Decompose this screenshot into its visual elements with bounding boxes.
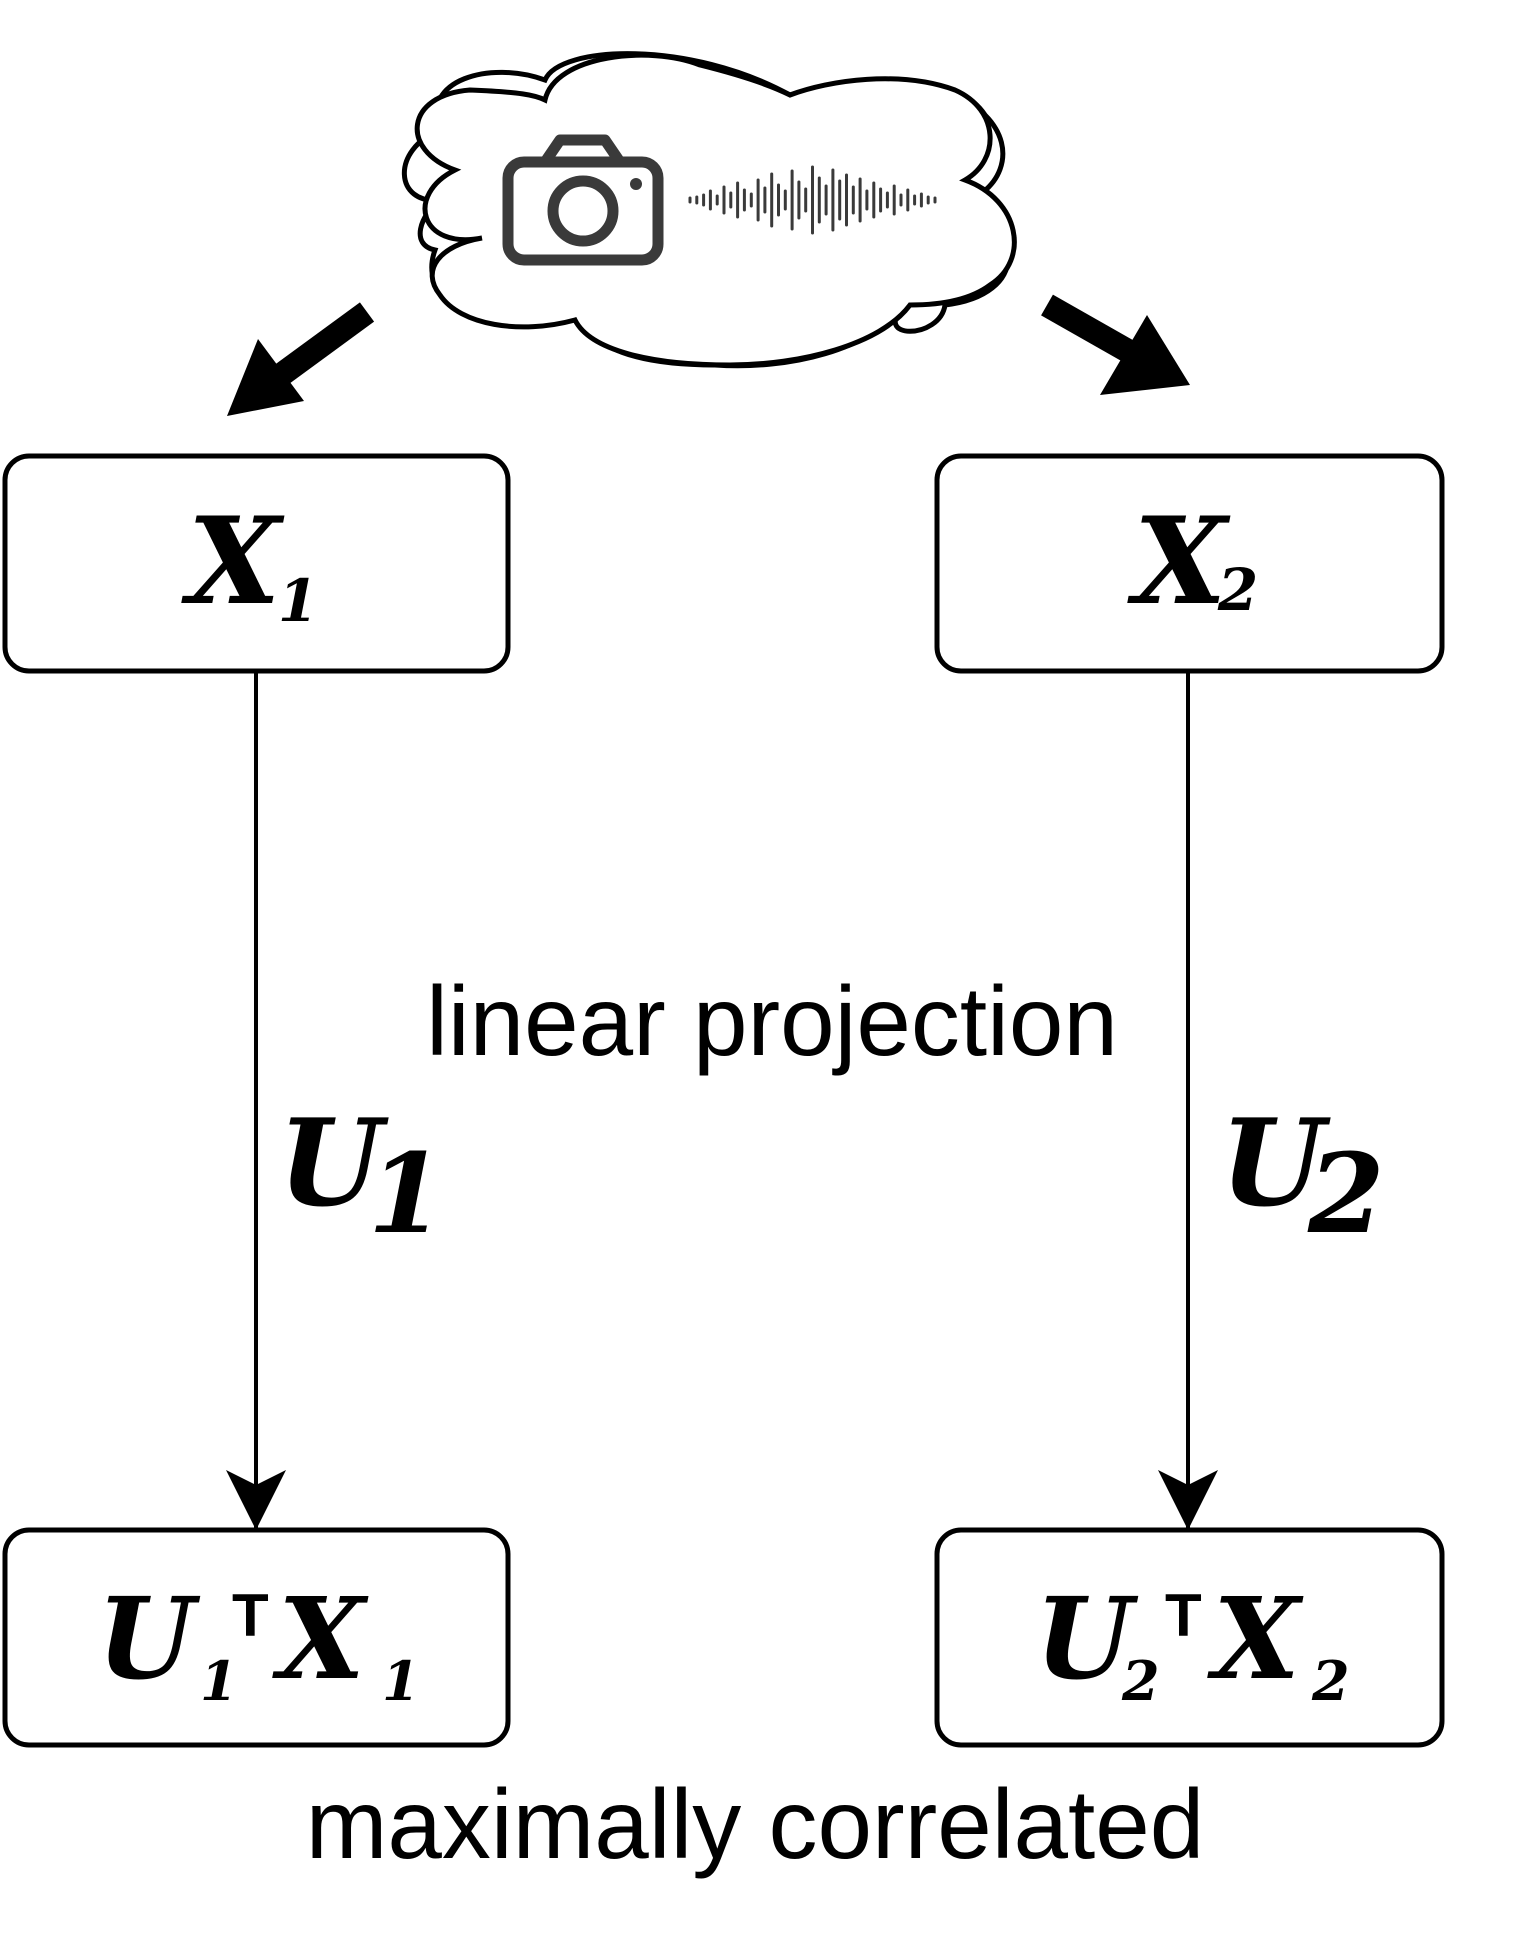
x1-subscript: 1 [278,567,318,635]
cloud-shape [414,52,1017,368]
u1-var: U [278,1093,389,1234]
u1-subscript: 1 [368,1129,445,1258]
arrow-to-x2 [1041,294,1190,395]
out1-u: U [97,1574,201,1705]
out1-transpose: T [232,1582,269,1649]
output-box-1: U 1 T X 1 [2,1527,511,1748]
camera-icon [502,134,664,266]
projection-label: linear projection [426,966,1118,1076]
input-box-x2: X 2 [934,453,1445,674]
projection-u1-label: U 1 [278,1093,445,1258]
out1-u-sub: 1 [200,1649,238,1713]
projection-arrow-1 [226,671,286,1530]
correlation-label: maximally correlated [306,1769,1205,1879]
out2-transpose: T [1165,1582,1202,1649]
x2-var: X [1126,491,1230,632]
out2-x-sub: 2 [1311,1649,1350,1713]
out1-x-sub: 1 [382,1649,420,1713]
out2-u-sub: 2 [1121,1649,1160,1713]
projection-u2-label: U 2 [1220,1093,1385,1258]
input-box-x1: X 1 [2,453,511,674]
audio-waveform-icon [688,165,937,235]
u2-var: U [1220,1093,1331,1234]
projection-arrow-2 [1158,671,1218,1530]
out2-u: U [1035,1574,1139,1705]
u2-subscript: 2 [1307,1129,1385,1258]
x2-subscript: 2 [1217,556,1258,624]
arrow-to-x1 [227,302,375,416]
out2-x: X [1207,1574,1304,1705]
x1-var: X [180,491,284,632]
output-box-2: U 2 T X 2 [934,1527,1445,1748]
out1-x: X [272,1574,369,1705]
